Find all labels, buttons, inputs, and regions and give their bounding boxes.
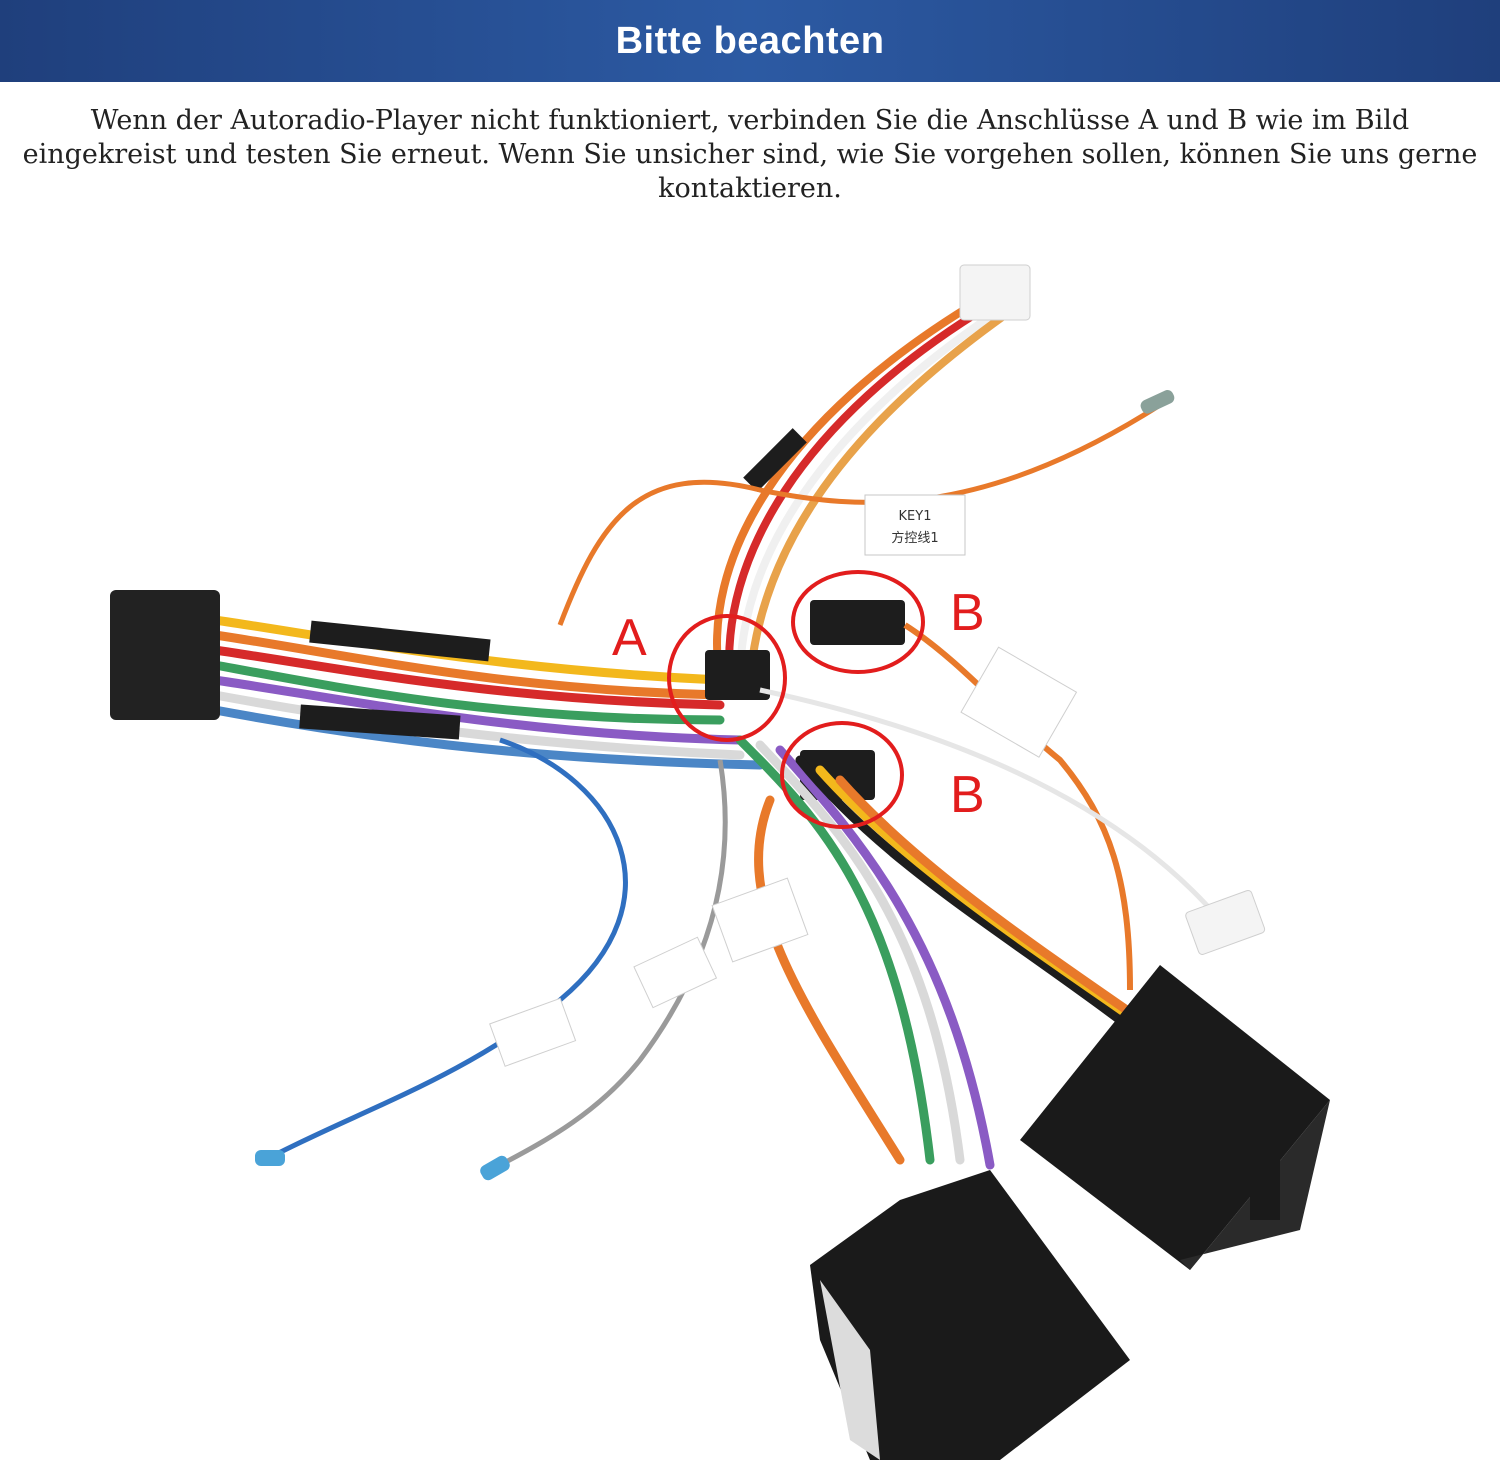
key-wire: [557, 402, 1162, 626]
header-banner: Bitte beachten: [0, 0, 1500, 82]
key-tag-line2: 方控线1: [891, 530, 938, 546]
blue-wire: [263, 737, 628, 1163]
callout-b-top-label: B: [950, 584, 985, 642]
key-tag: KEY1 方控线1: [864, 494, 966, 556]
small-white-connector: [1185, 889, 1266, 955]
notice-text: Wenn der Autoradio-Player nicht funktion…: [22, 105, 1478, 204]
top-white-connector: [959, 264, 1031, 321]
large-connector-right: [1020, 965, 1330, 1270]
wire-bundle-left: [210, 615, 765, 770]
banner-title: Bitte beachten: [615, 19, 885, 62]
connector-b-top: [810, 600, 905, 645]
connector-a: [705, 650, 770, 700]
wire-bundle-bottom: [735, 735, 1175, 1170]
left-connector: [110, 590, 220, 720]
harness-illustration: KEY1 方控线1: [110, 264, 1330, 1460]
wiring-harness-figure: KEY1 方控线1: [0, 230, 1500, 1465]
callout-a-label: A: [612, 609, 647, 667]
callout-b-bottom: B: [780, 721, 985, 829]
key-tag-line1: KEY1: [899, 509, 932, 524]
callout-b-bottom-label: B: [950, 766, 985, 824]
grey-wire: [488, 759, 728, 1173]
callout-b-top: B: [791, 570, 985, 674]
large-connector-left: [810, 1170, 1130, 1460]
callout-a: A: [612, 609, 787, 742]
